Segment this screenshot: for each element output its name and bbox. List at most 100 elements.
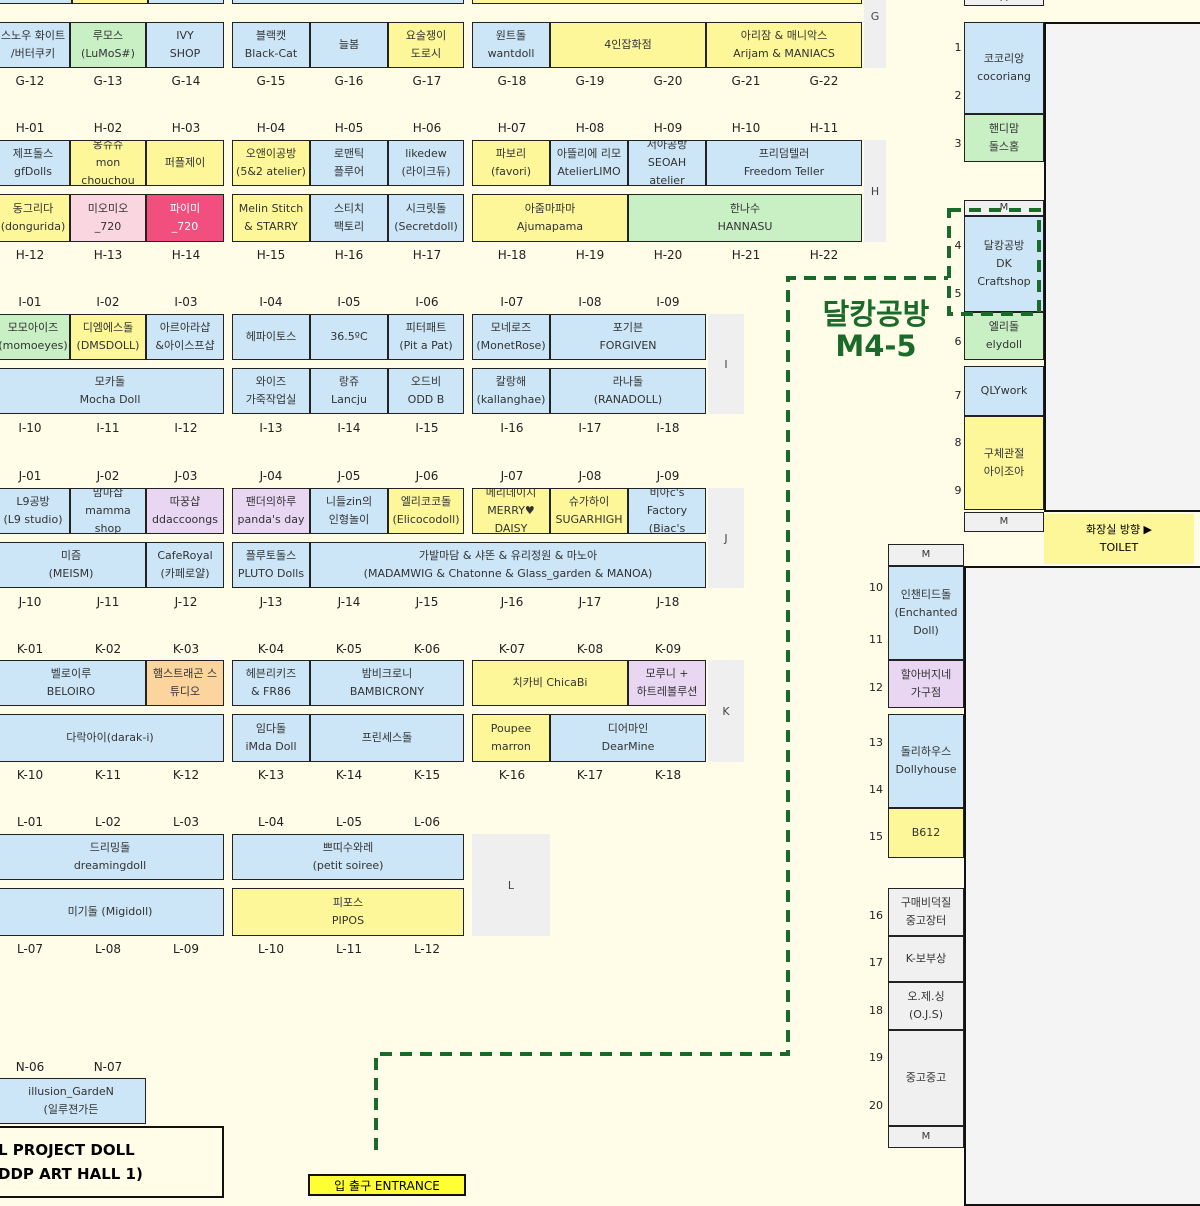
booth-m-18[interactable]: 오.제.싱 (O.J.S) [888, 982, 964, 1030]
booth-k-09[interactable]: 모루니 + 하트레볼루션 [628, 660, 706, 706]
m-label-box: M [964, 200, 1044, 216]
booth-m-15[interactable]: B612 [888, 808, 964, 858]
booth-i-05[interactable]: 36.5ºC [310, 314, 388, 360]
booth-m-8-9[interactable]: 구체관절 아이조아 [964, 416, 1044, 510]
booth-h-05[interactable]: 로맨틱 플루어 [310, 140, 388, 186]
booth-m-12[interactable]: 할아버지네 가구점 [888, 660, 964, 708]
booth-h-04[interactable]: 오앤이공방 (5&2 atelier) [232, 140, 310, 186]
booth-j-14-18[interactable]: 가발마담 & 샤똔 & 유리정원 & 마노아 (MADAMWIG & Chato… [310, 542, 706, 588]
booth-l-01-03[interactable]: 드리밍돌 dreamingdoll [0, 834, 224, 880]
booth-name: 슈가하이 SUGARHIGH [555, 495, 623, 526]
booth-g-14[interactable]: IVY SHOP [146, 22, 224, 68]
booth-top-partial[interactable] [472, 0, 862, 4]
booth-h-18-19[interactable]: 아줌마파마 Ajumapama [472, 194, 628, 242]
booth-id-label: H-01 [15, 121, 45, 135]
row-label-j: J [724, 531, 728, 545]
booth-m-1-2[interactable]: 코코리앙 cocoriang [964, 22, 1044, 114]
booth-g-16[interactable]: 늘봄 [310, 22, 388, 68]
booth-m-7[interactable]: QLYwork [964, 366, 1044, 416]
booth-i-13[interactable]: 와이즈 가죽작업실 [232, 368, 310, 414]
booth-k-03[interactable]: 햄스트래곤 스 튜디오 [146, 660, 224, 706]
booth-j-01[interactable]: L9공방 (L9 studio) [0, 488, 70, 534]
booth-m-10-11[interactable]: 인챈티드돌 (Enchanted Doll) [888, 566, 964, 660]
booth-i-17-18[interactable]: 라나돌 (RANADOLL) [550, 368, 706, 414]
booth-k-05-06[interactable]: 밤비크로니 BAMBICRONY [310, 660, 464, 706]
booth-i-04[interactable]: 헤파이토스 [232, 314, 310, 360]
booth-top-partial[interactable] [148, 0, 224, 4]
booth-j-13[interactable]: 플루토돌스 PLUTO Dolls [232, 542, 310, 588]
booth-top-partial[interactable] [232, 0, 464, 4]
booth-i-02[interactable]: 디엠에스돌 (DMSDOLL) [70, 314, 146, 360]
booth-m-6[interactable]: 엘리돌 elydoll [964, 312, 1044, 360]
booth-l-07-09[interactable]: 미기돌 (Migidoll) [0, 888, 224, 936]
booth-k-13[interactable]: 임다돌 iMda Doll [232, 714, 310, 762]
booth-h-15[interactable]: Melin Stitch & STARRY [232, 194, 310, 242]
booth-h-13[interactable]: 미오미오 _720 [70, 194, 146, 242]
booth-j-06[interactable]: 엘리코코돌 (Elicocodoll) [388, 488, 464, 534]
booth-j-04[interactable]: 팬더의하루 panda's day [232, 488, 310, 534]
highlight-callout-code: M4-5 [835, 329, 917, 363]
booth-top-partial[interactable] [0, 0, 72, 4]
booth-k-04[interactable]: 헤븐리키즈 & FR86 [232, 660, 310, 706]
booth-k-16[interactable]: Poupee marron [472, 714, 550, 762]
booth-i-10-12[interactable]: 모카돌 Mocha Doll [0, 368, 224, 414]
booth-h-09[interactable]: 서아공방 SEOAH atelier [628, 140, 706, 186]
booth-m-16[interactable]: 구매비덕질 중고장터 [888, 888, 964, 936]
booth-j-12[interactable]: CafeRoyal (카페로얄) [146, 542, 224, 588]
booth-g-19-20[interactable]: 4인잡화점 [550, 22, 706, 68]
booth-i-01[interactable]: 모모아이즈 (momoeyes) [0, 314, 70, 360]
booth-i-08-09[interactable]: 포기븐 FORGIVEN [550, 314, 706, 360]
booth-k-01-02[interactable]: 벨로이루 BELOIRO [0, 660, 146, 706]
booth-j-09[interactable]: 비아c's Factory (Biac's [628, 488, 706, 534]
booth-h-20-22[interactable]: 한나수 HANNASU [628, 194, 862, 242]
booth-k-10-12[interactable]: 다락아이(darak-i) [0, 714, 224, 762]
booth-k-14-15[interactable]: 프린세스돌 [310, 714, 464, 762]
booth-j-08[interactable]: 슈가하이 SUGARHIGH [550, 488, 628, 534]
booth-i-14[interactable]: 랑쥬 Lancju [310, 368, 388, 414]
booth-h-02[interactable]: 몽슈슈 mon chouchou [70, 140, 146, 186]
booth-h-07[interactable]: 파보리 (favori) [472, 140, 550, 186]
booth-m-19-20[interactable]: 중고중고 [888, 1030, 964, 1126]
booth-h-16[interactable]: 스티치 팩토리 [310, 194, 388, 242]
booth-id-label: G-15 [256, 74, 286, 88]
booth-h-01[interactable]: 제프돌스 gfDolls [0, 140, 70, 186]
booth-h-14[interactable]: 파이미 _720 [146, 194, 224, 242]
booth-h-12[interactable]: 동그리다 (dongurida) [0, 194, 70, 242]
booth-i-16[interactable]: 칼랑해 (kallanghae) [472, 368, 550, 414]
booth-g-18[interactable]: 원트돌 wantdoll [472, 22, 550, 68]
booth-j-07[interactable]: 메리데이지 MERRY♥ DAISY [472, 488, 550, 534]
booth-j-03[interactable]: 따꿍샵 ddaccoongs [146, 488, 224, 534]
booth-i-06[interactable]: 피터패트 (Pit a Pat) [388, 314, 464, 360]
booth-j-05[interactable]: 니들zin의 인형놀이 [310, 488, 388, 534]
booth-h-08[interactable]: 아뜰리에 리모 AtelierLIMO [550, 140, 628, 186]
booth-h-17[interactable]: 시크릿돌 (Secretdoll) [388, 194, 464, 242]
booth-j-10-11[interactable]: 미즘 (MEISM) [0, 542, 146, 588]
booth-l-04-06[interactable]: 쁘띠수와레 (petit soiree) [232, 834, 464, 880]
booth-h-03[interactable]: 퍼플제이 [146, 140, 224, 186]
booth-k-07-08[interactable]: 치카비 ChicaBi [472, 660, 628, 706]
booth-h-06[interactable]: likedew (라이크듀) [388, 140, 464, 186]
booth-m-17[interactable]: K-보부상 [888, 936, 964, 982]
booth-k-17-18[interactable]: 디어마인 DearMine [550, 714, 706, 762]
booth-h-10-11[interactable]: 프리덤텔러 Freedom Teller [706, 140, 862, 186]
booth-i-03[interactable]: 아르아라샵 &아이스프샵 [146, 314, 224, 360]
booth-name: 라나돌 (RANADOLL) [593, 375, 663, 406]
booth-m-3[interactable]: 핸디맘 돌스홈 [964, 114, 1044, 162]
booth-i-15[interactable]: 오드비 ODD B [388, 368, 464, 414]
booth-g-15[interactable]: 블랙캣 Black-Cat [232, 22, 310, 68]
booth-top-partial[interactable] [72, 0, 148, 4]
booth-m-13-14[interactable]: 돌리하우스 Dollyhouse [888, 714, 964, 808]
booth-i-07[interactable]: 모네로즈 (MonetRose) [472, 314, 550, 360]
booth-g-17[interactable]: 요술쟁이 도로시 [388, 22, 464, 68]
booth-m-4-5[interactable]: 달캉공방 DK Craftshop [964, 216, 1044, 312]
booth-name: L9공방 (L9 studio) [3, 495, 63, 526]
booth-n-06-07[interactable]: illusion_GardeN (일루젼가든 [0, 1078, 146, 1124]
booth-g-12[interactable]: 스노우 화이트 /버터쿠키 [0, 22, 70, 68]
booth-g-21-22[interactable]: 아리잠 & 매니악스 Arijam & MANIACS [706, 22, 862, 68]
booth-l-10-12[interactable]: 피포스 PIPOS [232, 888, 464, 936]
booth-g-13[interactable]: 루모스 (LuMoS#) [70, 22, 146, 68]
booth-id-label: J-17 [578, 595, 602, 609]
booth-j-02[interactable]: 맘마샵 mamma shop [70, 488, 146, 534]
m-booth-number: 18 [869, 1004, 883, 1017]
